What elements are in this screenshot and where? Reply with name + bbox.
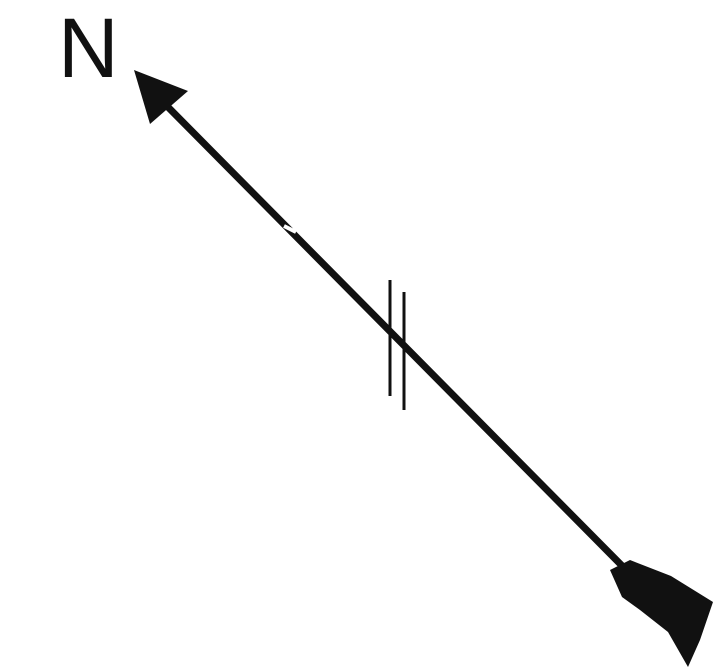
shaft-gap bbox=[283, 224, 297, 234]
north-label: N bbox=[58, 1, 119, 95]
tail-fletching-icon bbox=[610, 560, 713, 667]
north-arrowhead-icon bbox=[134, 70, 188, 124]
